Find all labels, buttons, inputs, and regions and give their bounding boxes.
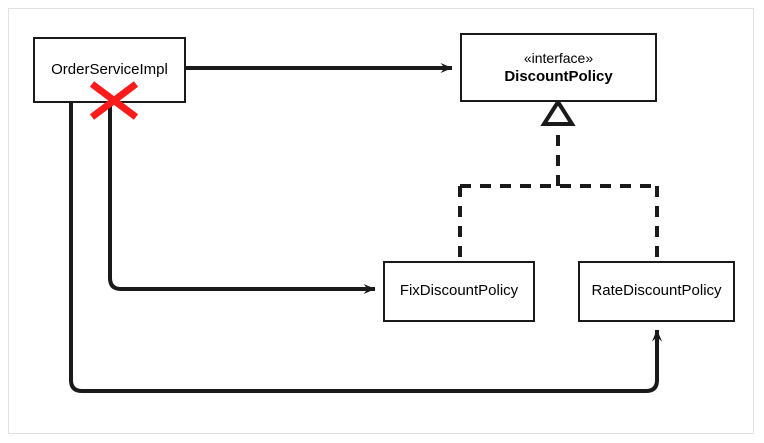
node-rate-discount-policy[interactable]: RateDiscountPolicy xyxy=(578,261,735,322)
node-discount-policy-stereotype: «interface» xyxy=(523,49,594,66)
node-order-service-impl[interactable]: OrderServiceImpl xyxy=(33,37,186,103)
hollow-triangle-icon xyxy=(540,98,576,126)
red-x-icon xyxy=(89,81,139,120)
node-discount-policy[interactable]: «interface» DiscountPolicy xyxy=(460,33,657,102)
node-order-service-impl-label: OrderServiceImpl xyxy=(51,60,168,78)
edge-order-to-fix xyxy=(108,103,376,294)
edge-order-to-rate xyxy=(69,103,662,393)
node-rate-discount-policy-label: RateDiscountPolicy xyxy=(591,282,722,300)
node-fix-discount-policy[interactable]: FixDiscountPolicy xyxy=(383,261,535,322)
node-fix-discount-policy-label: FixDiscountPolicy xyxy=(399,282,519,300)
node-discount-policy-label: DiscountPolicy xyxy=(504,67,613,85)
